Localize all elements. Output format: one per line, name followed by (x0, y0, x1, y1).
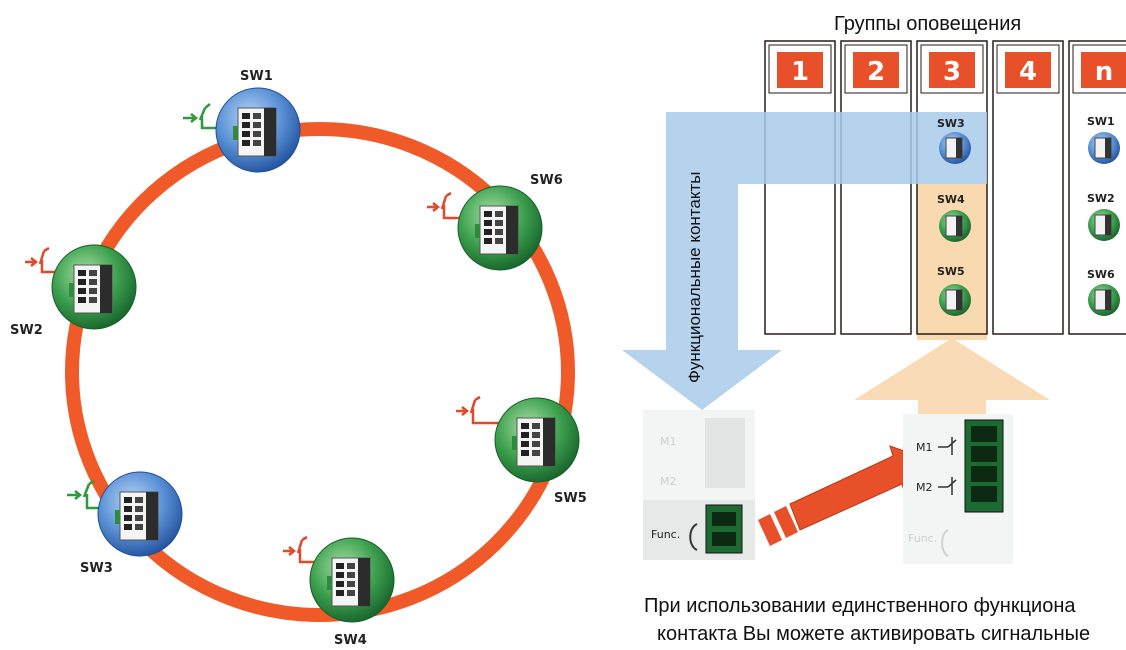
switch-label: SW1 (240, 69, 273, 84)
group-column-1: 1 (764, 40, 836, 335)
orange-arrow-head (854, 338, 1050, 400)
group-number: 1 (791, 57, 809, 87)
svg-text:SW1: SW1 (1087, 115, 1115, 128)
group-column-4: 4 (992, 40, 1064, 335)
contact-symbol-icon (689, 523, 698, 551)
svg-text:M1: M1 (660, 435, 677, 448)
left-contact-module: M1 M2 Func. (643, 410, 755, 560)
caption-line-1: При использовании единственного функцион… (644, 595, 1076, 617)
group3-member-sw5: SW5 (937, 265, 971, 316)
group-column-3: 3 (916, 40, 988, 335)
contact-symbol-icon (938, 477, 957, 495)
switch-node-sw4: SW4 (283, 535, 395, 648)
group-column-n: n (1068, 40, 1126, 335)
groupn-member-sw6: SW6 (1087, 268, 1120, 316)
relay-contact-icon (183, 103, 236, 130)
svg-text:SW6: SW6 (1087, 268, 1115, 281)
group-number: n (1095, 57, 1114, 87)
group-number: 4 (1019, 57, 1037, 87)
ring-link (65, 122, 575, 622)
switch-label: SW2 (10, 323, 43, 338)
relay-contact-icon (25, 246, 70, 274)
right-contact-module: M1 M2 Func. (903, 414, 1013, 564)
red-arrow (758, 445, 931, 546)
group-number: 3 (943, 57, 961, 87)
switch-label: SW6 (530, 173, 563, 188)
svg-text:SW3: SW3 (937, 117, 965, 130)
svg-text:Func.: Func. (908, 532, 937, 545)
switch-node-sw1: SW1 (183, 69, 301, 173)
groupn-member-sw1: SW1 (1087, 115, 1120, 164)
relay-contact-icon (456, 395, 515, 425)
contact-symbol-icon (938, 437, 957, 455)
group-number: 2 (867, 57, 885, 87)
relay-contact-icon (67, 479, 120, 510)
arrow-label: Функциональные контакты (685, 172, 704, 384)
groupn-member-sw2: SW2 (1087, 192, 1120, 241)
switch-node-sw6: SW6 (427, 173, 563, 271)
blue-arrow (622, 112, 987, 410)
switch-label: SW4 (334, 633, 367, 648)
orange-arrow-shaft (918, 398, 986, 414)
caption-line-2: контакта Вы можете активировать сигнальн… (657, 623, 1090, 645)
ring-topology: SW1 SW6 SW2 SW5 SW3 (10, 69, 587, 648)
alarm-groups-panel: Группы оповещения 1 2 3 4 (622, 13, 1126, 645)
group3-member-sw4: SW4 (937, 193, 971, 242)
svg-text:Func.: Func. (651, 528, 680, 541)
svg-text:SW2: SW2 (1087, 192, 1115, 205)
svg-text:M1: M1 (916, 441, 933, 454)
group3-member-sw3: SW3 (937, 117, 971, 164)
switch-node-sw3: SW3 (67, 471, 183, 576)
svg-text:SW4: SW4 (937, 193, 965, 206)
switch-label: SW3 (80, 561, 113, 576)
group-column-2: 2 (840, 40, 912, 335)
groups-title: Группы оповещения (834, 13, 1021, 35)
svg-text:M2: M2 (660, 475, 677, 488)
svg-text:M2: M2 (916, 481, 933, 494)
switch-label: SW5 (554, 491, 587, 506)
switch-node-sw5: SW5 (456, 395, 587, 506)
svg-text:SW5: SW5 (937, 265, 965, 278)
switch-node-sw2: SW2 (10, 244, 137, 338)
relay-contact-icon (283, 535, 330, 564)
relay-contact-icon (427, 191, 478, 220)
